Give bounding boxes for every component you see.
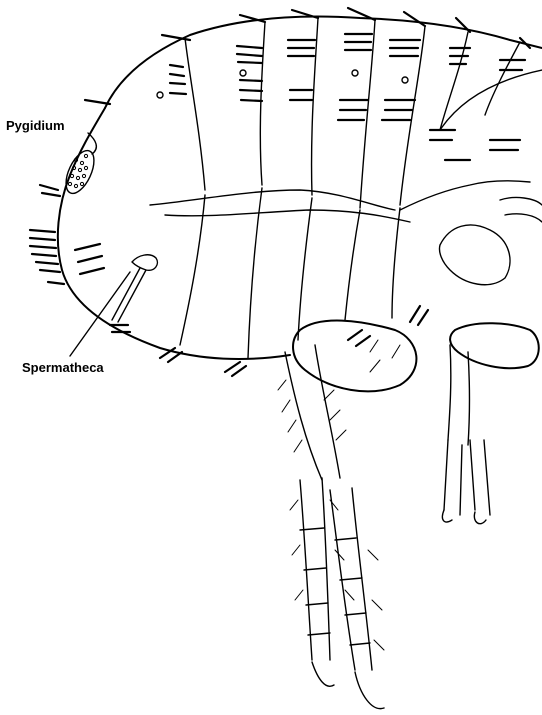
middle-leg bbox=[442, 323, 538, 523]
spermatheca-leader-line bbox=[70, 272, 130, 356]
thorax bbox=[400, 70, 542, 285]
pygidium bbox=[60, 147, 99, 198]
dorsal-bristles bbox=[85, 8, 530, 160]
spermatheca-annotation: Spermatheca bbox=[22, 272, 130, 375]
posterior-brush bbox=[30, 185, 130, 332]
spermatheca-label: Spermatheca bbox=[22, 360, 104, 375]
pygidium-label: Pygidium bbox=[6, 118, 65, 133]
hind-leg bbox=[285, 321, 416, 709]
tergite-boundaries bbox=[185, 18, 520, 208]
